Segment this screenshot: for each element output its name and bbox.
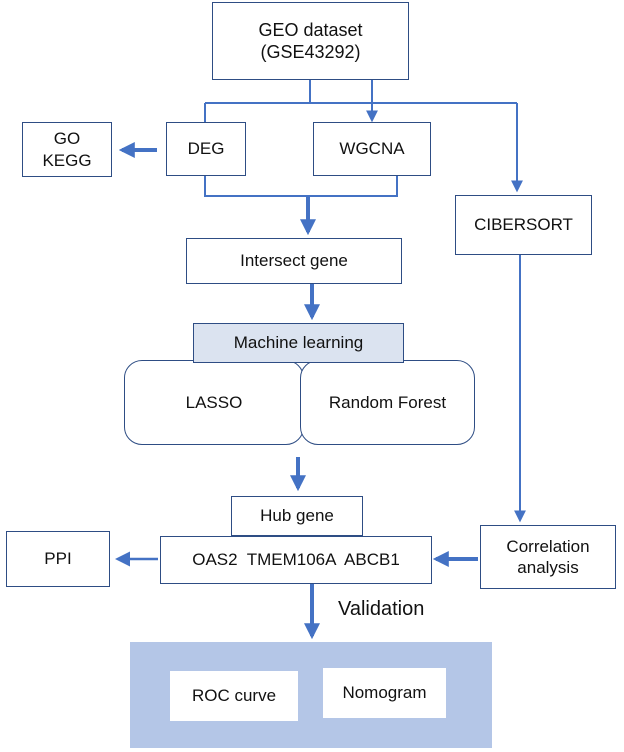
wgcna-box: WGCNA <box>313 122 431 176</box>
hub-gene-list-label: OAS2 TMEM106A ABCB1 <box>192 550 400 570</box>
geo-dataset-box: GEO dataset (GSE43292) <box>212 2 409 80</box>
kegg-label: KEGG <box>42 150 92 170</box>
hub-gene-label: Hub gene <box>260 506 334 526</box>
cibersort-box: CIBERSORT <box>455 195 592 255</box>
machine-learning-label: Machine learning <box>233 333 364 353</box>
nomogram-label: Nomogram <box>342 683 427 703</box>
intersect-gene-box: Intersect gene <box>186 238 402 284</box>
lasso-label: LASSO <box>185 392 243 412</box>
ppi-label: PPI <box>44 549 72 569</box>
roc-curve-box: ROC curve <box>170 671 298 721</box>
connector-merge-bracket <box>204 176 398 197</box>
go-kegg-box: GO KEGG <box>22 122 112 177</box>
lasso-box: LASSO <box>124 360 304 445</box>
deg-box: DEG <box>166 122 246 176</box>
deg-label: DEG <box>187 139 225 159</box>
correlation-analysis-box: Correlation analysis <box>480 525 616 589</box>
random-forest-label: Random Forest <box>328 392 447 412</box>
go-label: GO <box>53 129 81 149</box>
validation-label: Validation <box>338 598 425 620</box>
ppi-box: PPI <box>6 531 110 587</box>
geo-accession-label: (GSE43292) <box>260 42 361 62</box>
correlation-label: Correlation <box>506 536 590 556</box>
random-forest-box: Random Forest <box>300 360 475 445</box>
hub-gene-box: Hub gene <box>231 496 363 536</box>
cibersort-label: CIBERSORT <box>474 215 573 235</box>
nomogram-box: Nomogram <box>323 668 446 718</box>
geo-dataset-label: GEO dataset <box>258 19 363 40</box>
intersect-gene-label: Intersect gene <box>240 251 348 271</box>
analysis-label: analysis <box>517 558 579 577</box>
wgcna-label: WGCNA <box>339 139 405 159</box>
machine-learning-box: Machine learning <box>193 323 404 363</box>
hub-gene-list-box: OAS2 TMEM106A ABCB1 <box>160 536 432 584</box>
roc-curve-label: ROC curve <box>191 686 277 706</box>
